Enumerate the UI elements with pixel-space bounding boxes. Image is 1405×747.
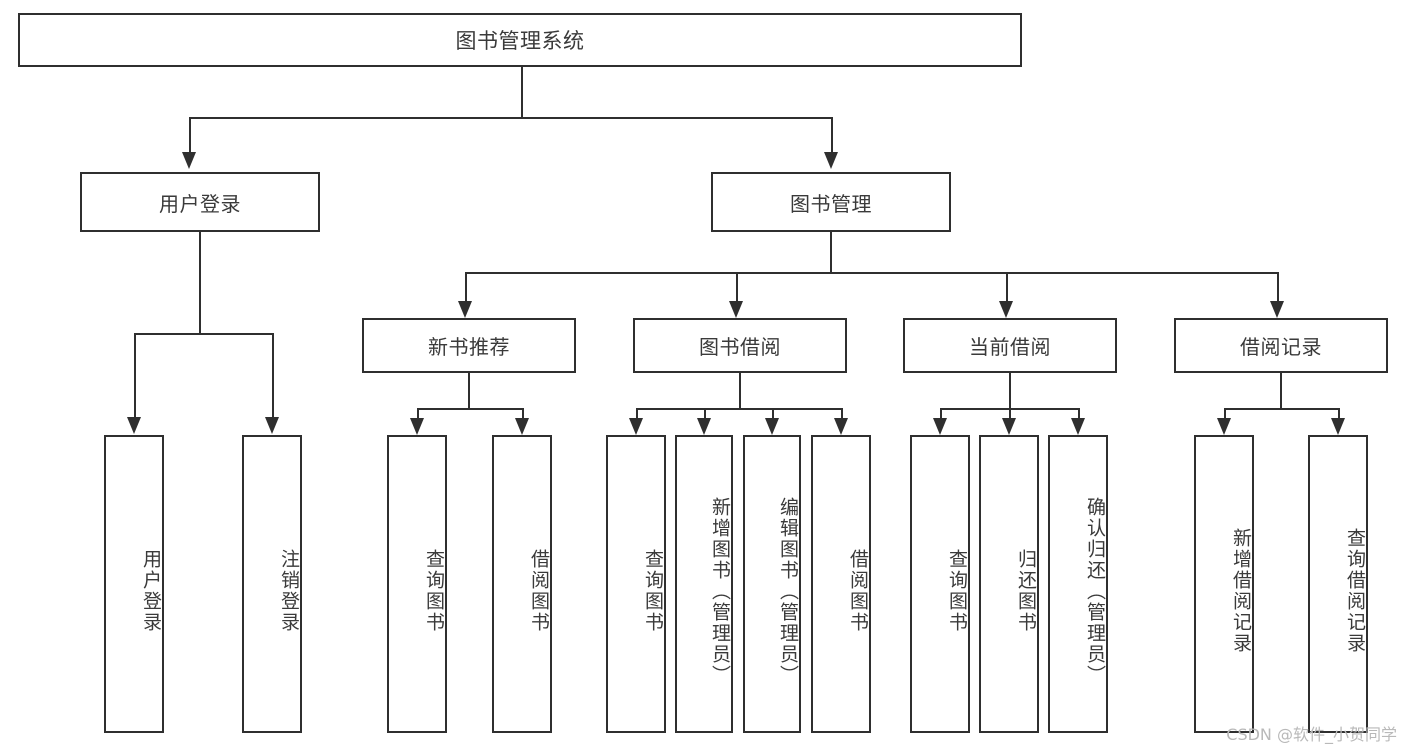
connector-current-borrow-to-leaf-2 bbox=[1009, 408, 1011, 419]
node-borrow-record[interactable]: 借阅记录 bbox=[1174, 318, 1388, 373]
arrowhead-book-borrow-leaf-3 bbox=[765, 418, 779, 435]
connector-root-bar bbox=[189, 117, 832, 119]
connector-user-login-to-leaf-1 bbox=[134, 333, 136, 418]
node-leaf-borrow-book-borrow[interactable]: 借阅图书 bbox=[811, 435, 871, 733]
node-leaf-query-book-current[interactable]: 查询图书 bbox=[910, 435, 970, 733]
arrowhead-book-manage-borrow-record bbox=[1270, 301, 1284, 318]
node-root-book-management-system[interactable]: 图书管理系统 bbox=[18, 13, 1022, 67]
arrowhead-user-login-leaf-2 bbox=[265, 417, 279, 434]
connector-user-login-to-leaf-2 bbox=[272, 333, 274, 418]
arrowhead-book-manage-book-borrow bbox=[729, 301, 743, 318]
connector-root-stem bbox=[521, 67, 523, 117]
connector-new-book-to-leaf-2 bbox=[522, 408, 524, 419]
connector-borrow-record-to-leaf-1 bbox=[1224, 408, 1226, 419]
connector-book-borrow-stem bbox=[739, 373, 741, 408]
connector-book-manage-bar bbox=[465, 272, 1278, 274]
connector-book-borrow-to-leaf-4 bbox=[841, 408, 843, 419]
connector-borrow-record-bar bbox=[1224, 408, 1338, 410]
connector-new-book-to-leaf-1 bbox=[417, 408, 419, 419]
arrowhead-user-login-leaf-1 bbox=[127, 417, 141, 434]
connector-user-login-bar bbox=[134, 333, 272, 335]
node-book-borrow[interactable]: 图书借阅 bbox=[633, 318, 847, 373]
node-user-login[interactable]: 用户登录 bbox=[80, 172, 320, 232]
node-leaf-add-book-admin[interactable]: 新增图书（管理员） bbox=[675, 435, 733, 733]
arrowhead-borrow-record-leaf-2 bbox=[1331, 418, 1345, 435]
node-leaf-return-book[interactable]: 归还图书 bbox=[979, 435, 1039, 733]
connector-book-manage-to-current-borrow bbox=[1006, 272, 1008, 302]
arrowhead-current-borrow-leaf-2 bbox=[1002, 418, 1016, 435]
connector-new-book-stem bbox=[468, 373, 470, 408]
arrowhead-book-borrow-leaf-2 bbox=[697, 418, 711, 435]
arrowhead-new-book-leaf-2 bbox=[515, 418, 529, 435]
connector-book-manage-to-new-book bbox=[465, 272, 467, 302]
node-leaf-add-borrow-record[interactable]: 新增借阅记录 bbox=[1194, 435, 1254, 733]
arrowhead-current-borrow-leaf-1 bbox=[933, 418, 947, 435]
node-leaf-query-borrow-record[interactable]: 查询借阅记录 bbox=[1308, 435, 1368, 733]
node-leaf-confirm-return-admin[interactable]: 确认归还（管理员） bbox=[1048, 435, 1108, 733]
arrowhead-book-borrow-leaf-1 bbox=[629, 418, 643, 435]
connector-book-manage-to-book-borrow bbox=[736, 272, 738, 302]
connector-book-borrow-to-leaf-3 bbox=[772, 408, 774, 419]
node-book-manage[interactable]: 图书管理 bbox=[711, 172, 951, 232]
connector-root-to-user-login bbox=[189, 117, 191, 153]
arrowhead-book-manage-new-book bbox=[458, 301, 472, 318]
node-leaf-borrow-book-recommend[interactable]: 借阅图书 bbox=[492, 435, 552, 733]
connector-user-login-stem bbox=[199, 232, 201, 333]
node-leaf-query-book-recommend[interactable]: 查询图书 bbox=[387, 435, 447, 733]
node-current-borrow[interactable]: 当前借阅 bbox=[903, 318, 1117, 373]
connector-root-to-book-manage bbox=[831, 117, 833, 153]
node-leaf-user-login[interactable]: 用户登录 bbox=[104, 435, 164, 733]
arrowhead-borrow-record-leaf-1 bbox=[1217, 418, 1231, 435]
arrowhead-new-book-leaf-1 bbox=[410, 418, 424, 435]
node-leaf-logout-login[interactable]: 注销登录 bbox=[242, 435, 302, 733]
arrowhead-book-borrow-leaf-4 bbox=[834, 418, 848, 435]
connector-current-borrow-stem bbox=[1009, 373, 1011, 408]
connector-book-borrow-to-leaf-1 bbox=[636, 408, 638, 419]
arrowhead-book-manage-current-borrow bbox=[999, 301, 1013, 318]
connector-current-borrow-to-leaf-1 bbox=[940, 408, 942, 419]
connector-book-manage-to-borrow-record bbox=[1277, 272, 1279, 302]
connector-book-manage-stem bbox=[830, 232, 832, 272]
arrowhead-root-to-user-login bbox=[182, 152, 196, 169]
connector-new-book-bar bbox=[417, 408, 522, 410]
arrowhead-current-borrow-leaf-3 bbox=[1071, 418, 1085, 435]
node-leaf-edit-book-admin[interactable]: 编辑图书（管理员） bbox=[743, 435, 801, 733]
connector-current-borrow-to-leaf-3 bbox=[1078, 408, 1080, 419]
connector-borrow-record-to-leaf-2 bbox=[1338, 408, 1340, 419]
node-new-book-recommend[interactable]: 新书推荐 bbox=[362, 318, 576, 373]
node-leaf-query-book-borrow[interactable]: 查询图书 bbox=[606, 435, 666, 733]
connector-book-borrow-bar bbox=[636, 408, 841, 410]
connector-book-borrow-to-leaf-2 bbox=[704, 408, 706, 419]
arrowhead-root-to-book-manage bbox=[824, 152, 838, 169]
connector-borrow-record-stem bbox=[1280, 373, 1282, 408]
